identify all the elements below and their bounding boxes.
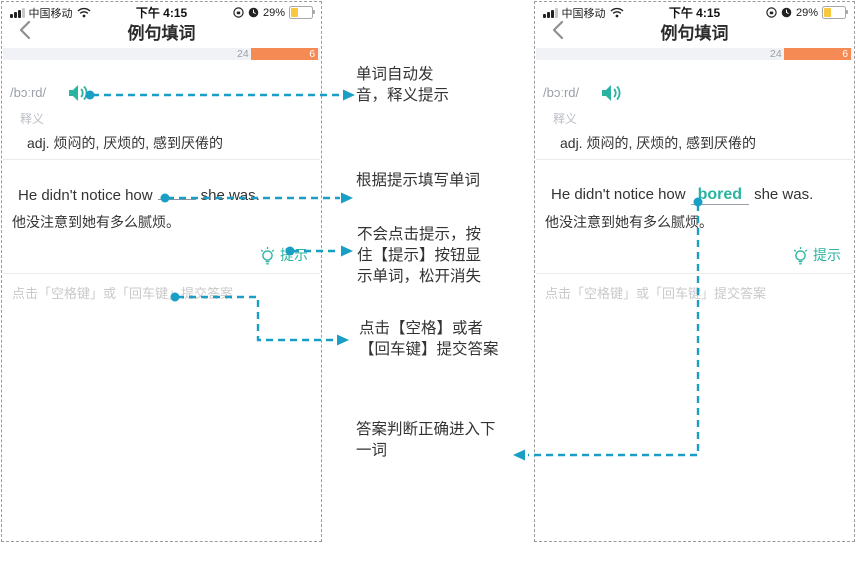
annotation-hint-hold: 不会点击提示，按 住【提示】按钮显 示单词，松开消失: [357, 226, 482, 285]
phone-screen-after: 中国移动 下午 4:15 29% 例句填词 24 6 /: [534, 1, 855, 542]
annotation-submit-keys: 点击【空格】或者 【回车键】提交答案: [359, 320, 499, 358]
divider: [3, 159, 320, 160]
signal-icon: [10, 7, 25, 18]
progress-done-count: 24: [237, 48, 249, 60]
annotation-auto-pronounce: 单词自动发 音，释义提示: [356, 66, 450, 104]
status-bar: 中国移动 下午 4:15 29%: [2, 5, 321, 20]
status-bar: 中国移动 下午 4:15 29%: [535, 5, 854, 20]
arrow-head: [513, 449, 525, 461]
progress-bar: 24 6: [3, 48, 320, 60]
wifi-icon: [77, 7, 90, 18]
progress-remaining-segment: 6: [783, 48, 852, 60]
wifi-icon: [610, 7, 623, 18]
carrier-label: 中国移动: [561, 7, 606, 20]
orientation-lock-icon: [233, 7, 244, 18]
progress-bar: 24 6: [536, 48, 853, 60]
submit-tip-text: 点击「空格键」或「回车键」提交答案: [545, 286, 767, 301]
progress-done-count: 24: [770, 48, 782, 60]
lightbulb-icon: [793, 246, 808, 264]
answer-filled-input[interactable]: bored: [690, 186, 750, 205]
divider: [536, 159, 853, 160]
hint-button[interactable]: 提示: [259, 245, 308, 265]
phone-screen-before: 中国移动 下午 4:15 29% 例句填词 24 6 /: [1, 1, 322, 542]
battery-icon: [289, 6, 315, 19]
submit-tip-text: 点击「空格键」或「回车键」提交答案: [12, 286, 234, 301]
battery-percent-label: 29%: [262, 6, 285, 19]
battery-percent-label: 29%: [795, 6, 818, 19]
clock-label: 下午 4:15: [135, 6, 188, 20]
back-button[interactable]: [16, 20, 36, 40]
arrow-head: [343, 89, 355, 101]
page-title: 例句填词: [127, 24, 196, 43]
phonetic-label: /bɔːrd/: [543, 85, 580, 100]
lightbulb-icon: [260, 246, 275, 264]
annotation-fill-word: 根据提示填写单词: [356, 172, 481, 189]
answer-blank-input[interactable]: [157, 186, 196, 200]
hint-label: 提示: [813, 247, 841, 263]
divider: [3, 273, 320, 274]
alarm-icon: [781, 7, 792, 18]
definition-label: 释义: [20, 112, 45, 126]
alarm-icon: [248, 7, 259, 18]
divider: [536, 273, 853, 274]
arrow-head: [337, 334, 349, 346]
progress-remaining-segment: 6: [250, 48, 319, 60]
definition-text: adj. 烦闷的, 厌烦的, 感到厌倦的: [560, 135, 757, 151]
speaker-icon[interactable]: [68, 84, 90, 102]
carrier-label: 中国移动: [28, 7, 73, 20]
sentence-translation: 他没注意到她有多么腻烦。: [12, 214, 180, 230]
orientation-lock-icon: [766, 7, 777, 18]
arrow-head: [341, 245, 353, 257]
page-title: 例句填词: [660, 24, 729, 43]
back-button[interactable]: [549, 20, 569, 40]
definition-text: adj. 烦闷的, 厌烦的, 感到厌倦的: [27, 135, 224, 151]
phonetic-label: /bɔːrd/: [10, 85, 47, 100]
speaker-icon[interactable]: [601, 84, 623, 102]
battery-icon: [822, 6, 848, 19]
arrow-head: [341, 192, 353, 204]
definition-label: 释义: [553, 112, 578, 126]
signal-icon: [543, 7, 558, 18]
hint-button[interactable]: 提示: [792, 245, 841, 265]
clock-label: 下午 4:15: [668, 6, 721, 20]
annotation-correct-next: 答案判断正确进入下 一词: [356, 421, 496, 459]
hint-label: 提示: [280, 247, 308, 263]
sentence-translation: 他没注意到她有多么腻烦。: [545, 214, 713, 230]
